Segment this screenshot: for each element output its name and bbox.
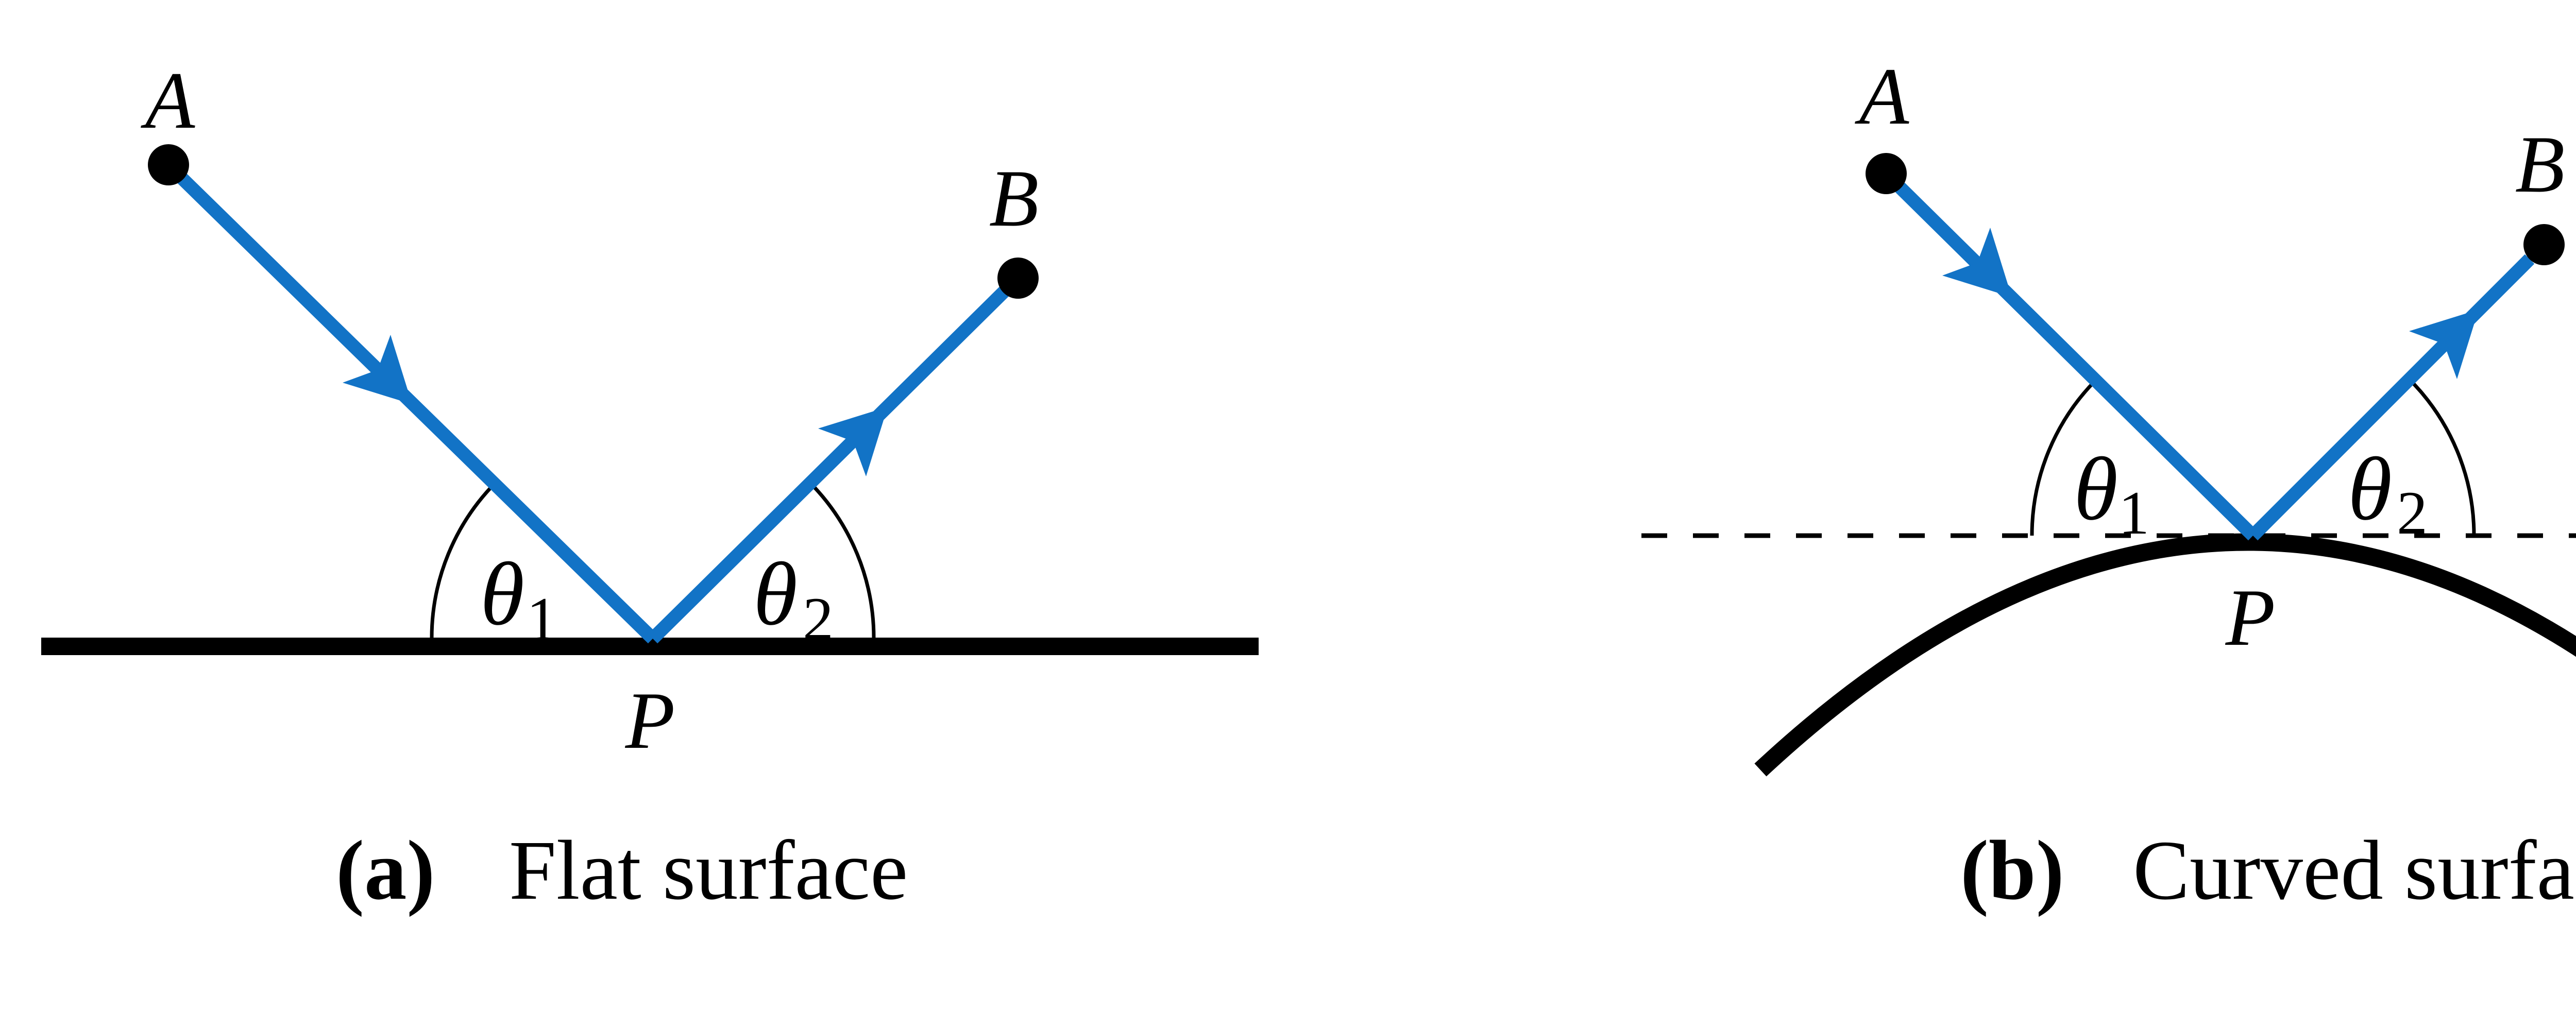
curved-surface-line <box>1754 533 2576 777</box>
point-a-label: A <box>141 56 196 146</box>
point-a-label: A <box>1855 52 1910 142</box>
angle2-subscript: 2 <box>2397 478 2428 547</box>
caption-text-a: Flat surface <box>509 823 908 917</box>
incidence-angle-arc <box>430 481 498 639</box>
point-b-dot <box>997 258 1039 299</box>
caption-text-b: Curved surface <box>2133 823 2576 917</box>
caption-tag-b: (b) <box>1960 823 2064 917</box>
angle2-symbol: θ <box>753 544 798 644</box>
panel-flat-surface: A B θ 1 θ 2 P (a) Flat surface <box>41 56 1259 917</box>
point-b-label: B <box>2515 119 2565 210</box>
incident-ray-arrowhead-icon <box>1942 228 2012 297</box>
point-b-label: B <box>989 153 1039 244</box>
reflected-ray <box>2248 254 2535 541</box>
incident-ray <box>1895 182 2258 541</box>
caption-tag-a: (a) <box>336 823 435 917</box>
angle1-symbol: θ <box>2074 439 2118 539</box>
angle2-symbol: θ <box>2348 439 2392 539</box>
vertex-p-label: P <box>2225 573 2276 663</box>
vertex-p-label: P <box>625 676 675 766</box>
angle1-subscript: 1 <box>527 585 557 653</box>
point-a-dot <box>148 144 189 185</box>
reflected-ray-arrowhead-icon <box>2409 310 2479 379</box>
reflected-ray <box>648 286 1010 644</box>
angle1-symbol: θ <box>480 544 524 644</box>
angle1-subscript: 1 <box>2119 478 2149 547</box>
point-a-dot <box>1866 153 1907 194</box>
point-b-dot <box>2523 224 2565 265</box>
angle2-subscript: 2 <box>803 585 834 653</box>
incident-ray-arrowhead-icon <box>343 335 412 404</box>
incident-ray <box>175 171 658 644</box>
reflection-angle-arc <box>2408 378 2476 536</box>
panel-curved-surface: A B θ 1 θ 2 P tangent line (b) Curved su… <box>1641 52 2576 917</box>
reflected-ray-arrowhead-icon <box>818 407 888 476</box>
incidence-angle-arc <box>2030 378 2098 536</box>
reflection-angle-arc <box>808 481 876 639</box>
